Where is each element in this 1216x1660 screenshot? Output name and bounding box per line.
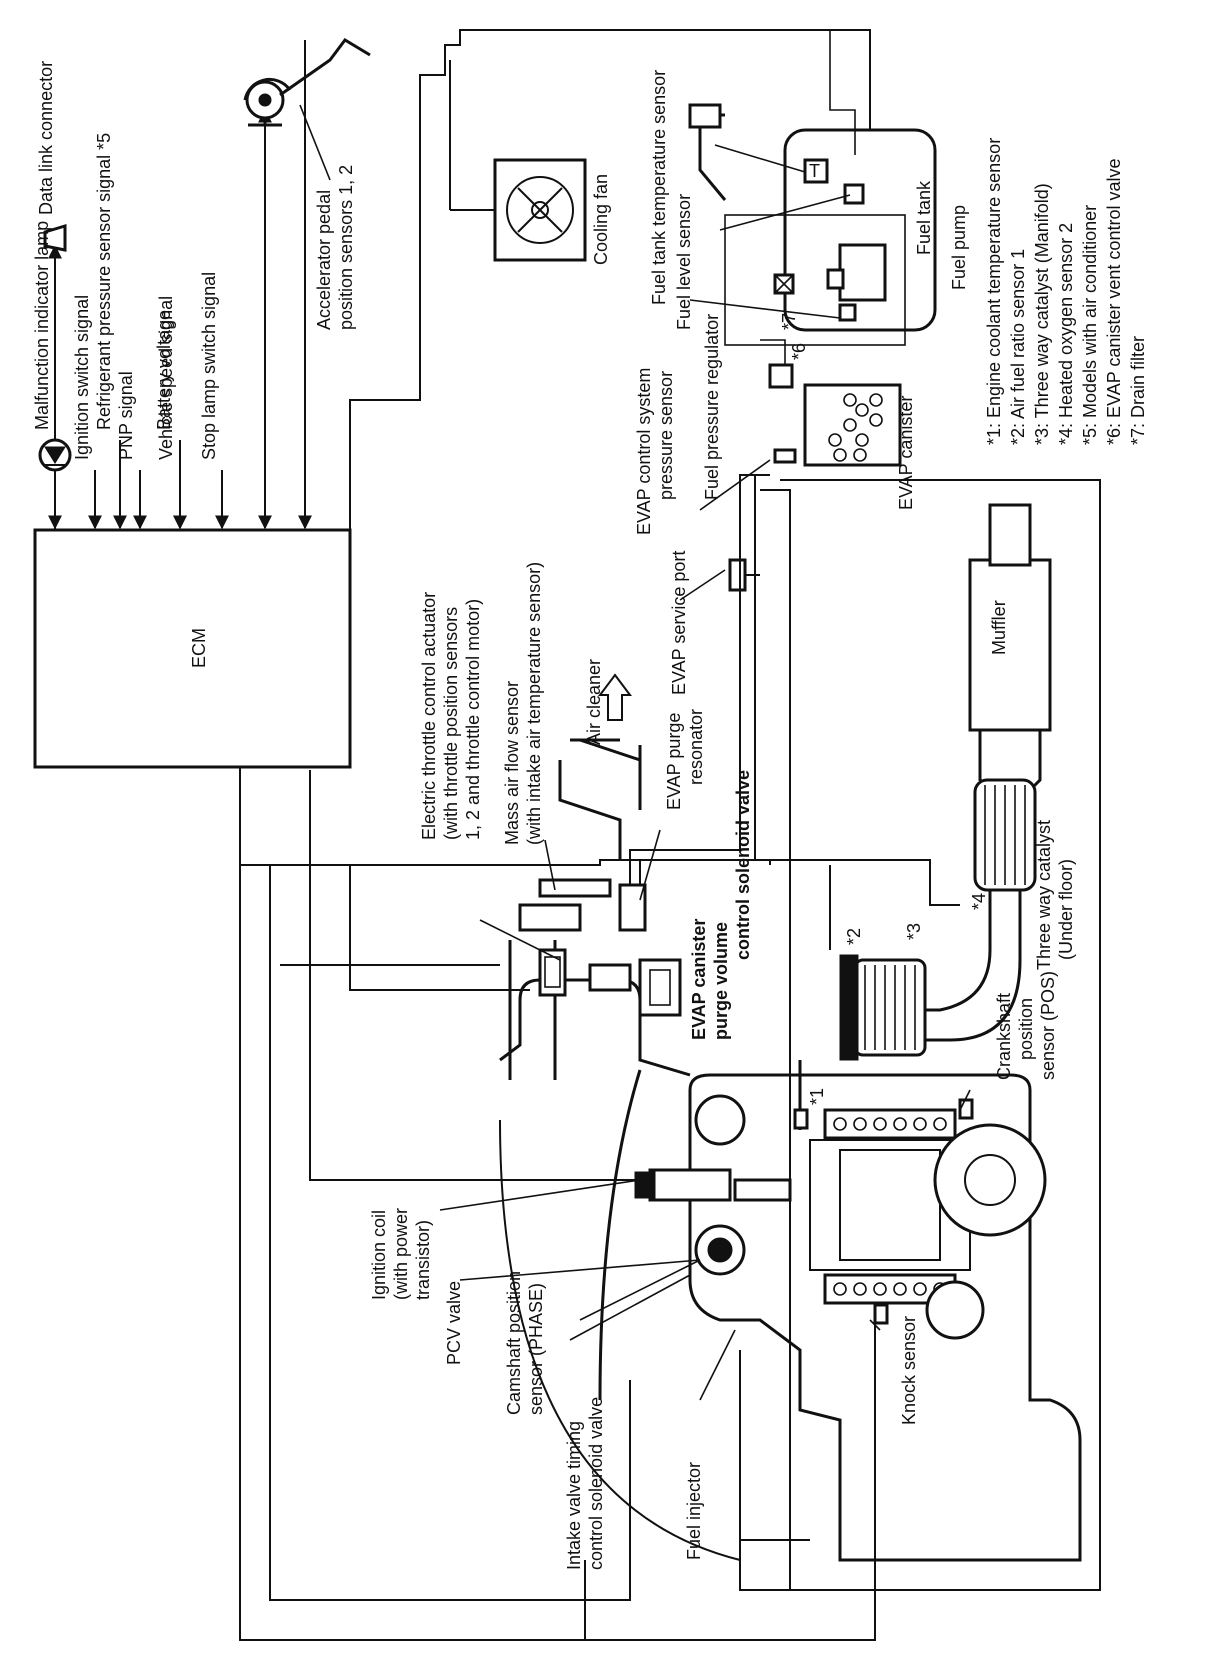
fuel-tank-assembly: T xyxy=(688,30,937,346)
evap-pressure-label-1: EVAP control system xyxy=(634,368,654,535)
ecm-label: ECM xyxy=(189,628,209,668)
evap-purge-valve-label-3: control solenoid valve xyxy=(733,770,753,960)
accelerator-label-1: Accelerator pedal xyxy=(314,190,334,330)
muffler-label: Muffler xyxy=(989,600,1009,655)
marker-6: *6 xyxy=(789,343,809,360)
malfunction-lamp-icon xyxy=(38,438,72,472)
legend-item-7: *7: Drain filter xyxy=(1128,336,1148,445)
evap-canister-icon xyxy=(760,339,902,467)
data-link-connector-icon xyxy=(43,223,67,252)
legend-item-4: *4: Heated oxygen sensor 2 xyxy=(1056,223,1076,445)
ivt-label-1: Intake valve timing xyxy=(564,1421,584,1570)
crank-label-2: position xyxy=(1016,998,1036,1060)
ignition-switch-label: Ignition switch signal xyxy=(72,295,92,460)
ign-coil-label-1: Ignition coil xyxy=(369,1210,389,1300)
fuel-pressure-reg-label: Fuel pressure regulator xyxy=(702,314,722,500)
fuel-tank-temp-label: Fuel tank temperature sensor xyxy=(649,70,669,305)
cam-label-1: Camshaft position xyxy=(504,1271,524,1415)
fuel-level-label: Fuel level sensor xyxy=(674,194,694,330)
manifold-catalyst-icon xyxy=(839,954,927,1061)
component-labels: Accelerator pedal position sensors 1, 2 … xyxy=(314,70,1076,1570)
evap-service-label: EVAP service port xyxy=(669,551,689,695)
stop-lamp-label: Stop lamp switch signal xyxy=(199,272,219,460)
evap-resonator-label-1: EVAP purge xyxy=(664,713,684,810)
pcv-label: PCV valve xyxy=(444,1281,464,1365)
legend-item-3: *3: Three way catalyst (Manifold) xyxy=(1032,183,1052,445)
maf-label-2: (with intake air temperature sensor) xyxy=(524,562,544,845)
legend-item-5: *5: Models with air conditioner xyxy=(1080,205,1100,445)
refrigerant-pressure-label: Refrigerant pressure sensor signal *5 xyxy=(94,133,114,430)
battery-voltage-label: Battery voltage xyxy=(154,310,174,430)
legend-item-1: *1: Engine coolant temperature sensor xyxy=(984,138,1004,445)
fuel-pump-label: Fuel pump xyxy=(949,205,969,290)
evap-purge-valve-label-2: purge volume xyxy=(711,922,731,1040)
ivt-label-2: control solenoid valve xyxy=(586,1397,606,1570)
harness-lines xyxy=(239,768,960,1641)
legend-item-6: *6: EVAP canister vent control valve xyxy=(1104,159,1124,445)
data-link-label: Data link connector xyxy=(36,61,56,215)
accelerator-label-2: position sensors 1, 2 xyxy=(336,165,356,330)
etc-label-1: Electric throttle control actuator xyxy=(419,592,439,840)
cam-label-2: sensor (PHASE) xyxy=(526,1283,546,1415)
engine-block xyxy=(634,1060,1082,1562)
malfunction-lamp-label: Malfunction indicator lamp xyxy=(32,221,52,430)
marker-3: *3 xyxy=(904,923,924,940)
marker-labels: *1 *2 *3 *4 *6 *7 xyxy=(779,313,989,1105)
legend-item-2: *2: Air fuel ratio sensor 1 xyxy=(1008,249,1028,445)
vehicle-speed-label: Vehicle speed signal xyxy=(156,296,176,460)
etc-label-2: (with throttle position sensors xyxy=(441,607,461,840)
twc-under-label-2: (Under floor) xyxy=(1056,859,1076,960)
knock-label: Knock sensor xyxy=(899,1316,919,1425)
marker-7: *7 xyxy=(779,313,799,330)
marker-2: *2 xyxy=(844,928,864,945)
fuel-tank-label: Fuel tank xyxy=(914,180,934,255)
ecm-unit: ECM xyxy=(33,528,352,769)
twc-under-label-1: Three way catalyst xyxy=(1034,820,1054,970)
three-way-catalyst-under-floor-icon xyxy=(920,778,1037,1042)
fuel-injector-label: Fuel injector xyxy=(684,1462,704,1560)
crank-label-3: sensor (POS) xyxy=(1038,971,1058,1080)
evap-purge-valve-label-1: EVAP canister xyxy=(689,919,709,1040)
marker-1: *1 xyxy=(807,1088,827,1105)
svg-text:T: T xyxy=(809,161,820,181)
input-signal-lines xyxy=(48,29,877,530)
accelerator-pedal-icon xyxy=(243,38,371,181)
intake-system xyxy=(499,673,691,1080)
etc-label-3: 1, 2 and throttle control motor) xyxy=(463,599,483,840)
leader-lines xyxy=(439,144,971,1401)
maf-label-1: Mass air flow sensor xyxy=(502,681,522,845)
ign-coil-label-2: (with power xyxy=(391,1208,411,1300)
muffler-icon xyxy=(968,503,1052,830)
pnp-label: PNP signal xyxy=(116,371,136,460)
ign-coil-label-3: transistor) xyxy=(413,1220,433,1300)
crank-label-1: Crankshaft xyxy=(994,993,1014,1080)
evap-canister-label: EVAP canister xyxy=(896,396,916,510)
signal-labels: Malfunction indicator lamp Refrigerant p… xyxy=(32,61,219,460)
evap-pressure-label-2: pressure sensor xyxy=(656,371,676,500)
cooling-fan-label: Cooling fan xyxy=(591,174,611,265)
cooling-fan-icon xyxy=(493,158,587,262)
evap-resonator-label-2: resonator xyxy=(686,709,706,785)
footnote-legend: *1: Engine coolant temperature sensor *2… xyxy=(984,138,1148,445)
air-cleaner-label: Air cleaner xyxy=(584,659,604,745)
marker-4: *4 xyxy=(969,893,989,910)
